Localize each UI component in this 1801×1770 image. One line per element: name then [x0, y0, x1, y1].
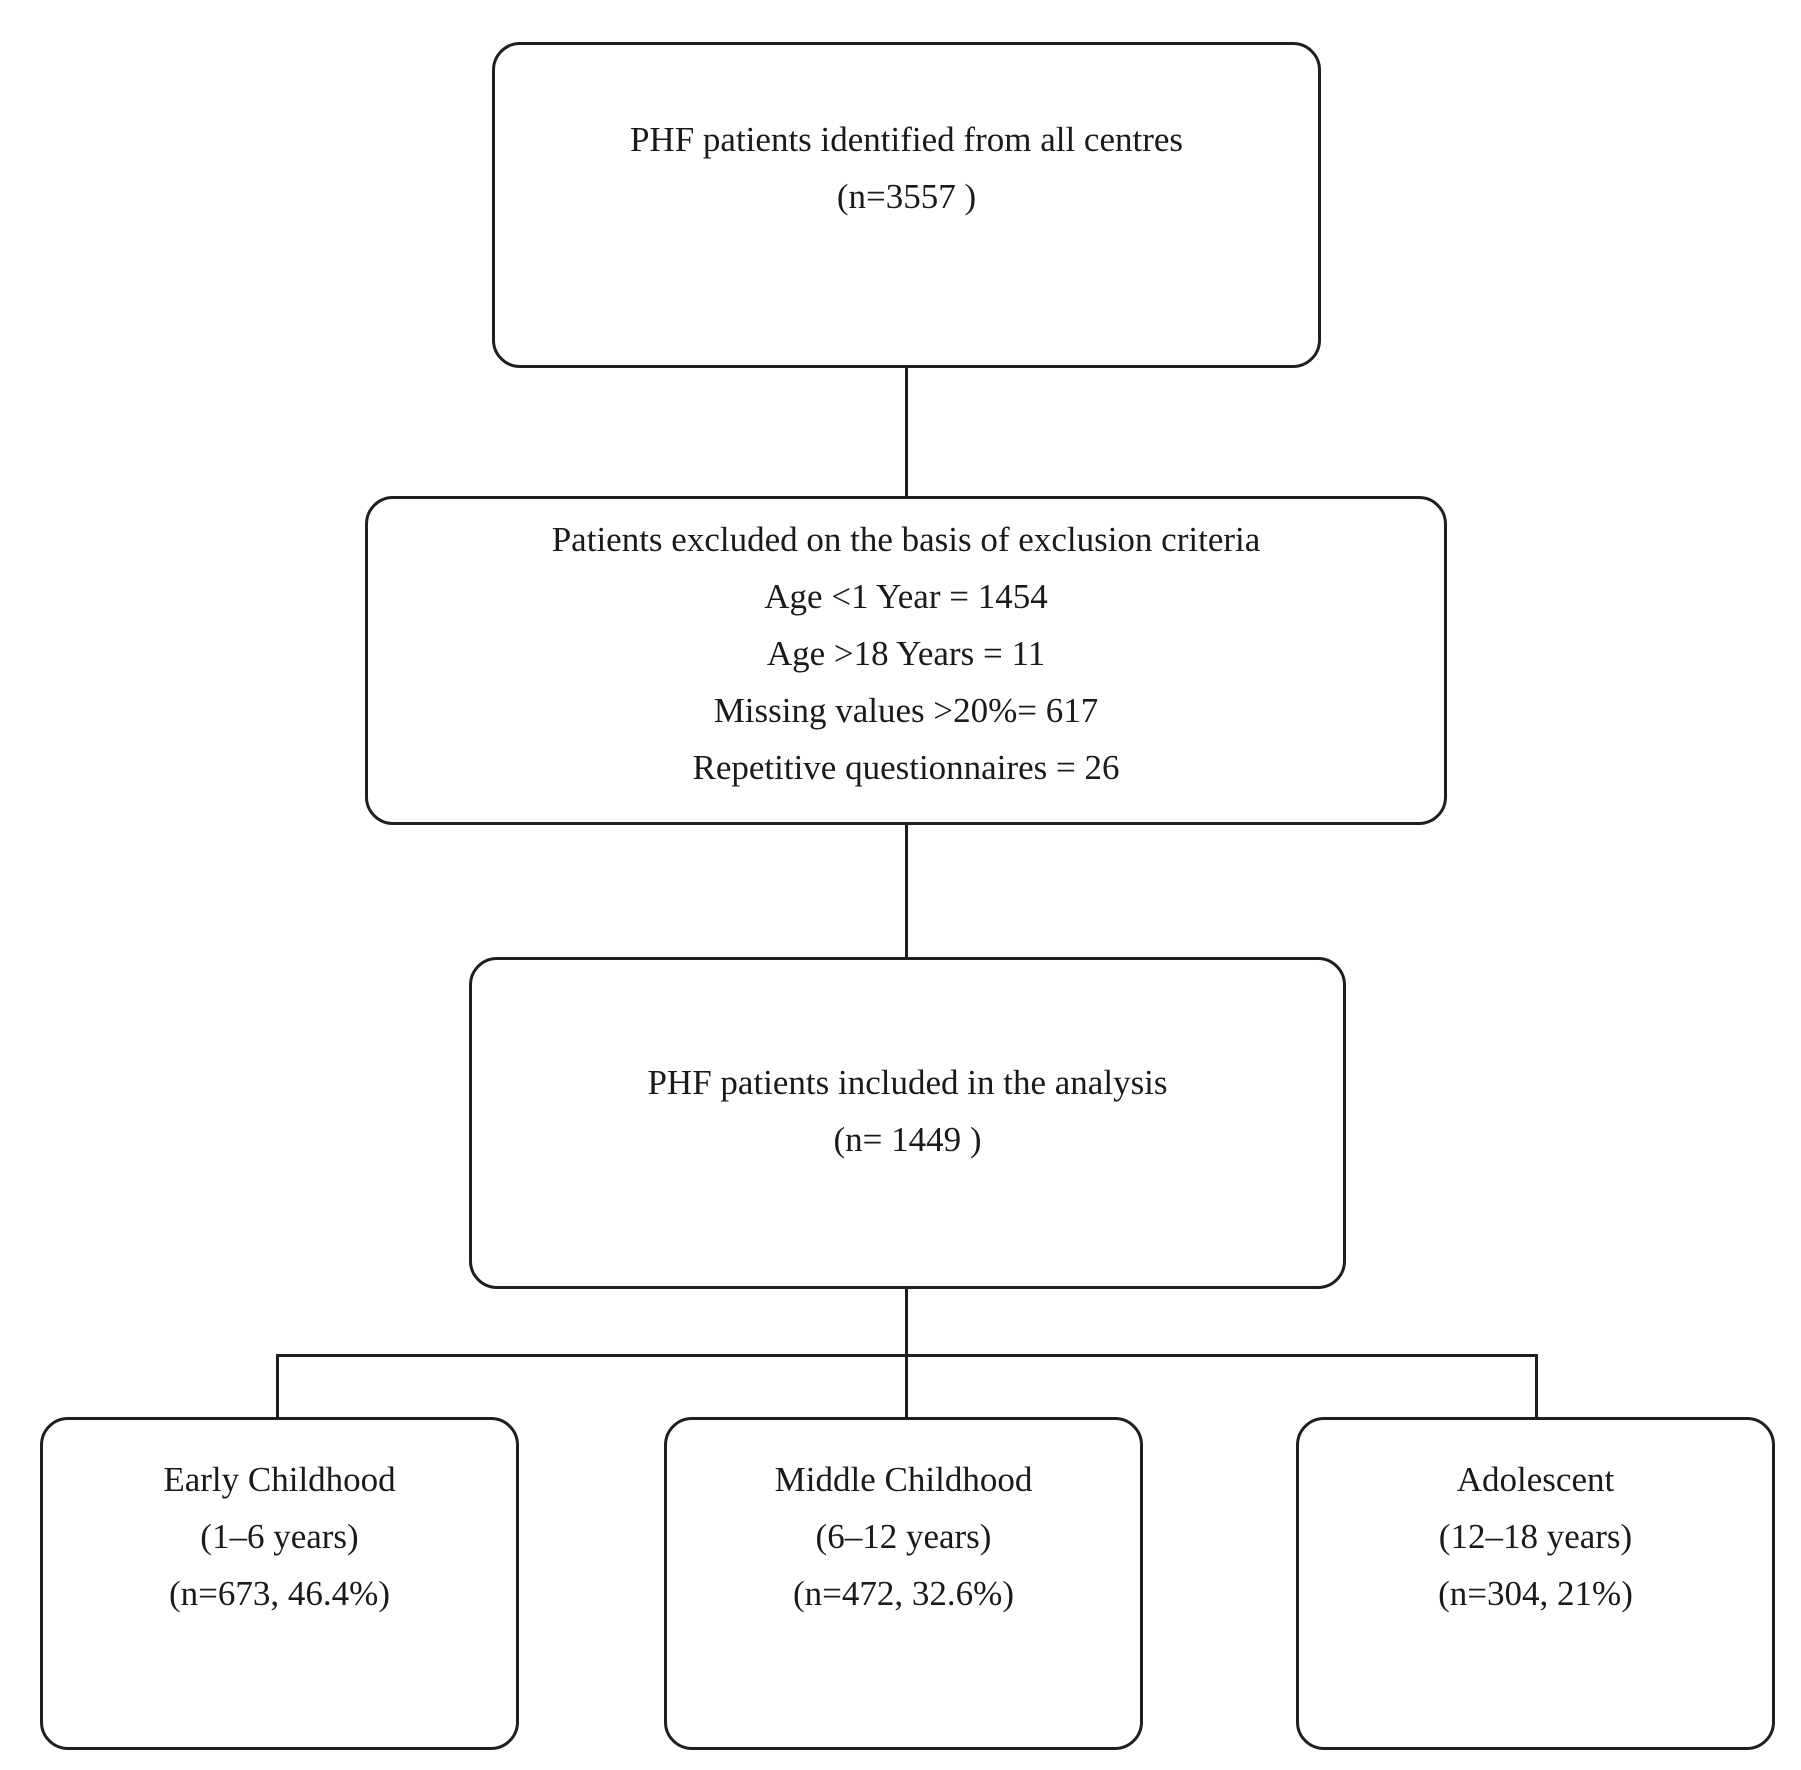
- middle-childhood-count: (n=472, 32.6%): [793, 1573, 1014, 1613]
- connector-identified-to-excluded: [905, 366, 908, 498]
- connector-excluded-to-included: [905, 823, 908, 959]
- branch-drop-adolescent: [1535, 1354, 1538, 1419]
- middle-childhood-title: Middle Childhood: [774, 1459, 1033, 1499]
- excluded-criterion-age-under-1: Age <1 Year = 1454: [764, 577, 1048, 616]
- identified-box: PHF patients identified from all centres…: [492, 42, 1321, 368]
- early-childhood-box: Early Childhood (1–6 years) (n=673, 46.4…: [40, 1417, 519, 1750]
- excluded-box: Patients excluded on the basis of exclus…: [365, 496, 1447, 825]
- early-childhood-title: Early Childhood: [163, 1459, 396, 1499]
- adolescent-age-range: (12–18 years): [1438, 1516, 1633, 1556]
- excluded-box-title: Patients excluded on the basis of exclus…: [551, 520, 1261, 559]
- connector-included-to-branch: [905, 1287, 908, 1419]
- early-childhood-count: (n=673, 46.4%): [169, 1573, 390, 1613]
- middle-childhood-box: Middle Childhood (6–12 years) (n=472, 32…: [664, 1417, 1143, 1750]
- excluded-criterion-missing-values: Missing values >20%= 617: [713, 691, 1099, 730]
- excluded-criterion-age-over-18: Age >18 Years = 11: [766, 634, 1046, 673]
- identified-box-count: (n=3557 ): [836, 176, 977, 216]
- adolescent-box: Adolescent (12–18 years) (n=304, 21%): [1296, 1417, 1775, 1750]
- identified-box-title: PHF patients identified from all centres: [629, 119, 1184, 159]
- included-box-count: (n= 1449 ): [833, 1119, 982, 1159]
- adolescent-count: (n=304, 21%): [1438, 1573, 1633, 1613]
- middle-childhood-age-range: (6–12 years): [815, 1516, 992, 1556]
- included-box-title: PHF patients included in the analysis: [647, 1062, 1168, 1102]
- branch-horizontal-line: [276, 1354, 1538, 1357]
- branch-drop-early-childhood: [276, 1354, 279, 1419]
- excluded-criterion-repetitive-questionnaires: Repetitive questionnaires = 26: [692, 748, 1120, 787]
- early-childhood-age-range: (1–6 years): [200, 1516, 359, 1556]
- included-box: PHF patients included in the analysis (n…: [469, 957, 1346, 1289]
- adolescent-title: Adolescent: [1456, 1459, 1615, 1499]
